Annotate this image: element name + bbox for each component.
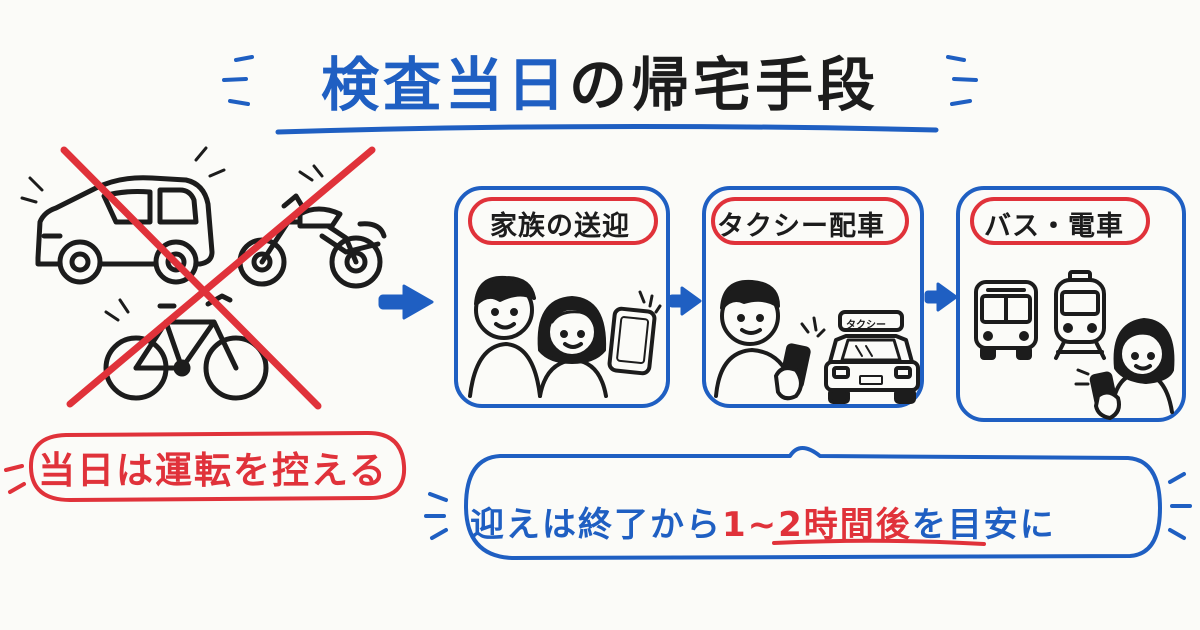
title-accent-dashes-right: [946, 55, 978, 106]
warning-accent-lines: [4, 464, 26, 494]
tip-highlight: 1~2時間後: [722, 505, 912, 545]
car-motion-lines: [20, 146, 226, 204]
phone-signal-lines: [638, 290, 662, 314]
option-label-taxi: タクシー配車: [717, 211, 885, 242]
title-underline: [275, 123, 939, 135]
phone-signal-lines: [800, 316, 826, 338]
taxi-icon: [824, 310, 920, 404]
arrow-right-icon: [378, 284, 434, 320]
smartphone-icon: [607, 306, 657, 376]
motorcycle-motion-lines: [298, 164, 324, 182]
tip-after: を目安に: [911, 505, 1056, 545]
bicycle-icon: [103, 293, 269, 401]
tip-before: 迎えは終了から: [470, 505, 722, 545]
person-icon: [1110, 318, 1175, 414]
hand: [1093, 390, 1121, 421]
tip-accent-lines-right: [1168, 472, 1192, 540]
highlight-underline: [772, 538, 986, 546]
phone-signal-lines: [1074, 368, 1090, 386]
hand: [773, 366, 803, 401]
title-tail: の帰宅手段: [569, 51, 880, 119]
option-panel-family: [454, 186, 670, 408]
title-accent-dashes-left: [222, 55, 254, 106]
arrow-right-icon: [924, 282, 958, 312]
person-icon: [537, 296, 608, 398]
bus-icon: [974, 280, 1038, 360]
arrow-right-icon: [668, 286, 702, 316]
train-icon: [1054, 270, 1106, 360]
tip-bubble: [464, 446, 1162, 560]
page-title: 検査当日の帰宅手段: [0, 38, 1200, 122]
tip-text: 迎えは終了から1~2時間後を目安に: [470, 497, 1056, 546]
cross-mark-icon: [60, 146, 376, 410]
title-main: 検査当日: [320, 51, 569, 119]
car-icon: [35, 175, 215, 285]
person-icon: [468, 275, 542, 398]
option-label-outline-taxi: [711, 197, 909, 245]
option-label-family: 家族の送迎: [490, 211, 630, 242]
motorcycle-icon: [237, 193, 387, 289]
bicycle-motion-lines: [104, 298, 130, 322]
warning-pill: [28, 430, 407, 503]
person-icon: [714, 279, 792, 398]
option-label-outline-transit: [970, 197, 1150, 245]
tip-accent-lines-left: [424, 492, 448, 540]
warning-text: 当日は運転を控える: [38, 449, 388, 492]
taxi-roof-sign: タクシー: [846, 320, 886, 331]
option-label-outline-family: [468, 197, 658, 245]
option-label-transit: バス・電車: [984, 211, 1124, 242]
option-panel-taxi: [702, 186, 924, 408]
option-panel-transit: [956, 186, 1186, 422]
